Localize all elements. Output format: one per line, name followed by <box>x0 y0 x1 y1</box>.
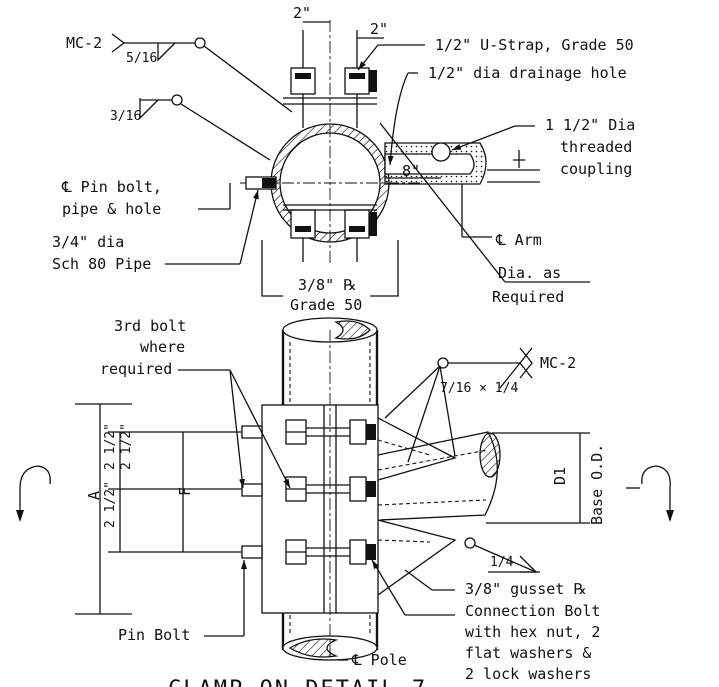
bottom-strap-bolt-right <box>344 209 370 239</box>
dim-a-label: A <box>85 491 103 500</box>
coupling-label-2: threaded <box>560 138 632 156</box>
third-bolt-label-3: required <box>100 360 172 378</box>
dim-2-5-a: 2 1/2" <box>103 423 118 470</box>
mc2-top-label: MC-2 <box>66 34 102 52</box>
coupling-label-1: 1 1/2" Dia <box>545 116 635 134</box>
section-marker-right <box>641 465 671 489</box>
base-od-label: Base O.D. <box>588 444 606 525</box>
coupling-label-3: coupling <box>560 160 632 178</box>
drawing-title: CLAMP-ON DETAIL 7 <box>168 677 427 687</box>
plate-label-1: 3/8" ℞ <box>298 276 357 294</box>
pipe-label-1: 3/4" dia <box>52 233 124 251</box>
pin-bolt-bottom-label: Pin Bolt <box>118 626 190 644</box>
dim-2in-right: 2" <box>370 20 388 38</box>
third-bolt-label-2: where <box>140 338 185 356</box>
gusset-label: 3/8" gusset ℞ <box>465 580 587 598</box>
pin-bolt-label-1: ℄ Pin bolt, <box>61 178 162 196</box>
dim-8in: 8" <box>402 162 420 180</box>
arm-elevation <box>377 431 498 521</box>
pin-bolt-middle <box>241 483 263 497</box>
dim-2-5-b: 2 1/2" <box>103 481 118 528</box>
weld-3-16-label: 3/16 <box>110 109 141 124</box>
bolt-row-middle <box>285 476 376 502</box>
weld-7-16-label: 7/16 × 1/4 <box>440 381 518 396</box>
top-strap-bolt-left <box>290 67 316 95</box>
weld-5-16-label: 5/16 <box>126 51 157 66</box>
bottom-strap-bolt-left <box>290 209 316 239</box>
bolt-row-top <box>285 419 376 445</box>
pole-centerline-label: ℄ Pole <box>351 651 407 669</box>
conn-label-2: with hex nut, 2 <box>465 623 600 641</box>
u-strap-label: 1/2" U-Strap, Grade 50 <box>435 36 634 54</box>
conn-label-1: Connection Bolt <box>465 602 600 620</box>
conn-label-3: flat washers & <box>465 644 591 662</box>
gusset-bottom <box>377 519 457 596</box>
plan-view: 2" 2" MC-2 5/16 3/16 1/2" U-Strap, Grade… <box>52 4 635 314</box>
section-marker-left <box>19 465 51 489</box>
arm-centerline-label: ℄ Arm <box>495 231 542 249</box>
weld-1-4-label: 1/4 <box>490 555 514 570</box>
dia-label-1: Dia. as <box>498 264 561 282</box>
pin-bolt-bottom <box>241 545 263 559</box>
mc2-bottom-label: MC-2 <box>540 354 576 372</box>
bolt-row-bottom <box>285 539 376 565</box>
plate-label-2: Grade 50 <box>290 296 362 314</box>
top-strap-bolt-right <box>344 67 370 95</box>
dia-label-2: Required <box>492 288 564 306</box>
dim-2in-left: 2" <box>293 4 311 22</box>
threaded-coupling <box>431 142 451 162</box>
gusset-top <box>377 417 457 481</box>
dim-2-5-c: 2 1/2" <box>119 423 134 470</box>
d1-label: D1 <box>551 467 569 485</box>
third-bolt-label-1: 3rd bolt <box>114 317 186 335</box>
dim-f-label: F <box>176 487 194 496</box>
pipe-label-2: Sch 80 Pipe <box>52 255 151 273</box>
pin-bolt-label-2: pipe & hole <box>62 200 161 218</box>
conn-label-4: 2 lock washers <box>465 665 591 683</box>
drainage-hole-label: 1/2" dia drainage hole <box>428 64 627 82</box>
elevation-view: MC-2 7/16 × 1/4 3rd bolt where required … <box>16 317 674 683</box>
